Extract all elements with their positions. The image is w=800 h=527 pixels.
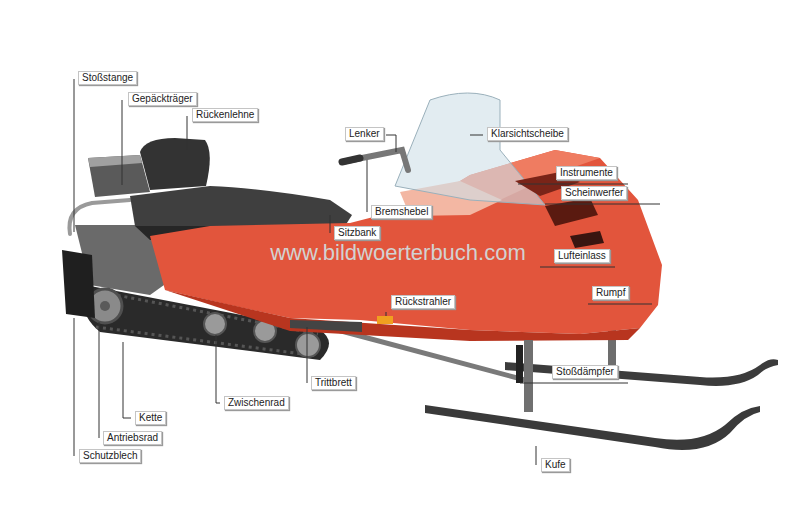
idler-wheel bbox=[296, 333, 320, 357]
leader-line bbox=[187, 116, 188, 150]
label-anchor: Klarsichtscheibe bbox=[487, 127, 568, 141]
leader-line bbox=[123, 342, 131, 418]
leader-lines bbox=[74, 79, 660, 465]
part-label: Stoßdämpfer bbox=[552, 365, 618, 379]
label-anchor: Rückenlehne bbox=[192, 108, 258, 122]
label-anchor: Scheinwerfer bbox=[561, 186, 627, 200]
leader-line bbox=[99, 322, 100, 438]
leader-line bbox=[536, 446, 537, 465]
part-label: Lufteinlass bbox=[554, 249, 610, 263]
grip bbox=[342, 158, 360, 162]
leader-line bbox=[470, 135, 483, 136]
label-anchor: www.bildwoerterbuch.com bbox=[270, 241, 526, 265]
label-anchor: Kufe bbox=[541, 458, 570, 472]
part-label: Instrumente bbox=[556, 166, 617, 180]
label-anchor: Stoßdämpfer bbox=[552, 365, 618, 379]
ski bbox=[425, 405, 760, 450]
label-anchor: Rumpf bbox=[592, 286, 629, 300]
leader-line bbox=[330, 215, 331, 233]
part-label: Schutzblech bbox=[79, 449, 141, 463]
headlight bbox=[545, 198, 598, 226]
leader-line bbox=[518, 184, 628, 185]
part-label: Rückenlehne bbox=[192, 108, 258, 122]
shock-absorber bbox=[516, 345, 523, 383]
part-label: Rückstrahler bbox=[391, 295, 455, 309]
label-anchor: Schutzblech bbox=[79, 449, 141, 463]
label-anchor: Gepäckträger bbox=[128, 92, 197, 106]
backrest bbox=[140, 138, 210, 190]
label-anchor: Lenker bbox=[345, 127, 384, 141]
luggage-rack bbox=[88, 155, 150, 197]
leader-line bbox=[74, 79, 75, 232]
bumper bbox=[69, 200, 130, 234]
hull-underside bbox=[165, 290, 640, 341]
label-anchor: Zwischenrad bbox=[224, 396, 289, 410]
leader-line bbox=[74, 318, 75, 456]
leader-line bbox=[588, 304, 652, 305]
drive-wheel-hub bbox=[100, 301, 110, 311]
part-label: Bremshebel bbox=[371, 205, 432, 219]
leader-line bbox=[540, 267, 615, 268]
part-label: Kette bbox=[135, 411, 166, 425]
label-anchor: Antriebsrad bbox=[103, 431, 162, 445]
ski bbox=[505, 359, 778, 386]
handlebar bbox=[342, 150, 408, 170]
part-label: Zwischenrad bbox=[224, 396, 289, 410]
part-label: Gepäckträger bbox=[128, 92, 197, 106]
label-anchor: Instrumente bbox=[556, 166, 617, 180]
part-label: Klarsichtscheibe bbox=[487, 127, 568, 141]
leader-line bbox=[367, 160, 368, 212]
part-label: Scheinwerfer bbox=[561, 186, 627, 200]
leader-line bbox=[386, 135, 396, 152]
running-board bbox=[290, 320, 362, 332]
mud-flap bbox=[62, 250, 95, 318]
watermark: www.bildwoerterbuch.com bbox=[270, 241, 526, 265]
part-label: Stoßstange bbox=[78, 71, 137, 85]
reflector bbox=[377, 316, 393, 324]
leader-line bbox=[122, 100, 123, 185]
ski-strut bbox=[524, 340, 533, 412]
air-intake bbox=[570, 231, 604, 248]
part-label: Trittbrett bbox=[311, 376, 356, 390]
part-label: Sitzbank bbox=[334, 226, 380, 240]
part-label: Lenker bbox=[345, 127, 384, 141]
leader-line bbox=[545, 204, 660, 205]
windshield bbox=[395, 93, 545, 205]
leader-line bbox=[216, 335, 220, 403]
label-anchor: Rückstrahler bbox=[391, 295, 455, 309]
leader-line bbox=[386, 312, 387, 316]
leader-line bbox=[307, 327, 308, 383]
label-anchor: Kette bbox=[135, 411, 166, 425]
luggage-rack-top bbox=[88, 155, 142, 167]
leader-line bbox=[520, 383, 628, 384]
idler-wheel bbox=[204, 313, 226, 335]
label-anchor: Stoßstange bbox=[78, 71, 137, 85]
part-label: Antriebsrad bbox=[103, 431, 162, 445]
label-anchor: Sitzbank bbox=[334, 226, 380, 240]
part-label: Kufe bbox=[541, 458, 570, 472]
part-label: Rumpf bbox=[592, 286, 629, 300]
label-anchor: Bremshebel bbox=[371, 205, 432, 219]
label-anchor: Trittbrett bbox=[311, 376, 356, 390]
label-anchor: Lufteinlass bbox=[554, 249, 610, 263]
